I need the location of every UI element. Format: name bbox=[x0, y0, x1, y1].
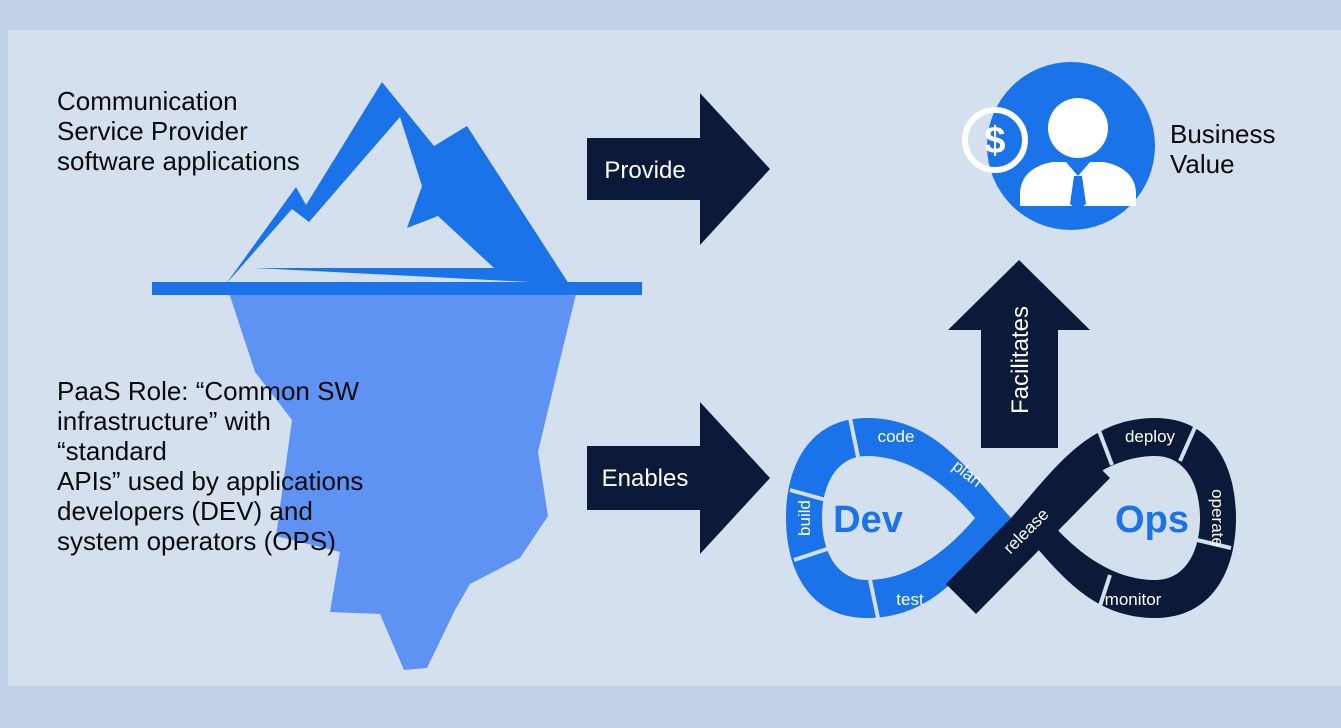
enables-arrow-label: Enables bbox=[602, 465, 689, 492]
stage-deploy-label: deploy bbox=[1125, 427, 1176, 446]
provide-arrow bbox=[587, 93, 770, 245]
business-value-caption: Business Value bbox=[1170, 119, 1276, 179]
devops-loop bbox=[786, 417, 1236, 619]
stage-operate-label: operate bbox=[1208, 489, 1227, 547]
iceberg-tip bbox=[226, 82, 569, 284]
provide-arrow-label: Provide bbox=[604, 157, 685, 184]
iceberg-underwater bbox=[228, 290, 577, 670]
stage-test-label: test bbox=[896, 590, 924, 609]
devops-ops-label: Ops bbox=[1115, 499, 1189, 541]
dev-loop bbox=[786, 418, 1011, 618]
devops-dev-label: Dev bbox=[833, 499, 903, 541]
release-band bbox=[946, 448, 1110, 614]
enables-arrow bbox=[587, 402, 770, 554]
facilitates-arrow-label: Facilitates bbox=[1007, 306, 1034, 414]
stage-build-label: build bbox=[795, 500, 814, 536]
stage-monitor-label: monitor bbox=[1105, 590, 1162, 609]
stage-code-label: code bbox=[878, 427, 915, 446]
dollar-businessman-icon: $ bbox=[962, 62, 1155, 230]
applications-caption: Communication Service Provider software … bbox=[57, 86, 300, 176]
paas-role-caption: PaaS Role: “Common SW infrastructure” wi… bbox=[57, 376, 364, 556]
waterline bbox=[152, 282, 642, 295]
facilitates-arrow bbox=[948, 260, 1090, 448]
svg-text:$: $ bbox=[984, 120, 1005, 162]
